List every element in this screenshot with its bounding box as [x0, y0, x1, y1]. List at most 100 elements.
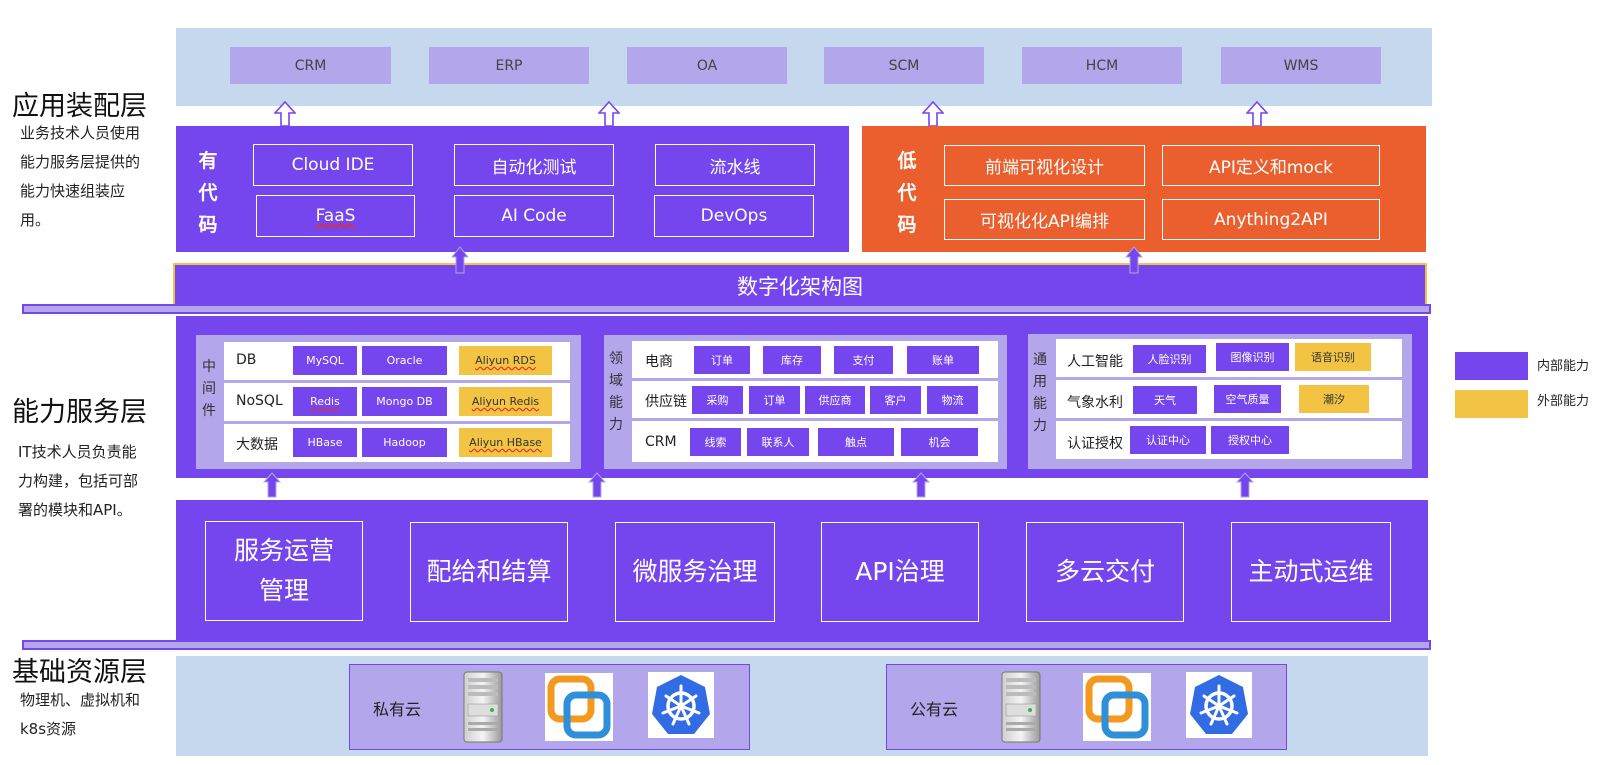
chip-aliyun-hbase: Aliyun HBase: [459, 428, 552, 457]
app-scm: SCM: [824, 47, 984, 84]
label-char: 有: [198, 150, 218, 172]
desc-line: 能力快速组装应: [20, 182, 126, 200]
desc-line: IT技术人员负责能: [18, 443, 137, 461]
tool-frontend-visual-design: 前端可视化设计: [944, 145, 1145, 186]
up-arrow-icon: [588, 472, 606, 498]
side-char: 用: [1033, 374, 1047, 390]
legend-swatch-internal: [1455, 352, 1528, 380]
tool-faas-label: FaaS: [315, 206, 356, 226]
app-crm: CRM: [230, 47, 391, 84]
chip-payment: 支付: [834, 346, 893, 374]
app-erp: ERP: [429, 47, 589, 84]
chip-aliyun-redis: Aliyun Redis: [459, 387, 552, 416]
up-arrow-icon: [922, 101, 944, 127]
service-api-governance: API治理: [821, 522, 979, 622]
chip-mongodb: Mongo DB: [362, 387, 447, 416]
chip-oracle: Oracle: [362, 346, 447, 375]
desc-line: 用。: [20, 211, 51, 229]
side-char: 域: [609, 373, 623, 389]
side-char: 中: [202, 359, 216, 375]
chip-logistics: 物流: [927, 386, 978, 414]
up-arrow-icon: [451, 246, 469, 274]
tool-api-definition-mock: API定义和mock: [1162, 145, 1380, 186]
app-oa: OA: [627, 47, 787, 84]
row-label-auth: 认证授权: [1067, 436, 1123, 452]
infra-layer-description: 物理机、虚拟机和 k8s资源: [20, 686, 170, 744]
label-char: 代: [198, 182, 218, 204]
middleware-side-label: 中 间 件: [200, 356, 218, 422]
side-char: 力: [1033, 418, 1047, 434]
app-wms: WMS: [1221, 47, 1381, 84]
up-arrow-icon: [1236, 472, 1254, 498]
up-arrow-icon: [912, 472, 930, 498]
up-arrow-icon: [1246, 101, 1268, 127]
side-char: 能: [609, 395, 623, 411]
chip-supplier: 供应商: [805, 386, 865, 414]
row-label-ai: 人工智能: [1067, 354, 1123, 370]
chip-hbase: HBase: [293, 428, 357, 457]
chip-auth-center: 认证中心: [1130, 426, 1206, 454]
chip-aliyun-rds-label: Aliyun RDS: [475, 354, 536, 367]
kubernetes-icon: [1186, 672, 1252, 738]
procode-panel: [176, 126, 849, 252]
kubernetes-icon: [648, 672, 714, 738]
server-icon: [463, 671, 503, 743]
platform-services-panel: [176, 500, 1428, 640]
chip-opportunity: 机会: [901, 428, 978, 456]
lowcode-label: 低 代 码: [893, 145, 921, 241]
tool-pipeline: 流水线: [655, 144, 815, 186]
desc-line: 物理机、虚拟机和: [20, 691, 141, 709]
chip-aliyun-rds: Aliyun RDS: [459, 346, 552, 375]
chip-aliyun-hbase-label: Aliyun HBase: [469, 436, 542, 449]
up-arrow-icon: [598, 101, 620, 127]
legend-label-external: 外部能力: [1537, 394, 1590, 409]
chip-face-recognition: 人脸识别: [1133, 345, 1206, 373]
chip-tide: 潮汐: [1299, 385, 1369, 413]
digital-architecture-title-bar: 数字化架构图: [173, 263, 1427, 308]
up-arrow-icon: [1125, 246, 1143, 274]
label-char: 低: [897, 150, 917, 172]
chip-lead: 线索: [690, 428, 741, 456]
service-multicloud-delivery: 多云交付: [1026, 522, 1184, 622]
capability-layer-description: IT技术人员负责能 力构建，包括可部 署的模块和API。: [18, 438, 168, 525]
chip-redis: Redis: [293, 387, 357, 416]
desc-line: 力构建，包括可部: [18, 472, 139, 490]
app-layer-title: 应用装配层: [12, 91, 147, 122]
chip-contact: 联系人: [747, 428, 809, 456]
desc-line: 能力服务层提供的: [20, 153, 141, 171]
app-layer-description: 业务技术人员使用 能力服务层提供的 能力快速组装应 用。: [20, 119, 170, 235]
row-label-bigdata: 大数据: [236, 437, 278, 453]
layer-divider-bar: [22, 640, 1431, 650]
infra-layer-title: 基础资源层: [12, 657, 147, 688]
chip-redis-label: Redis: [310, 395, 340, 408]
row-label-db: DB: [236, 352, 257, 368]
chip-image-recognition: 图像识别: [1216, 343, 1289, 371]
legend-label-internal: 内部能力: [1537, 359, 1590, 374]
chip-air-quality: 空气质量: [1214, 385, 1281, 413]
chip-order: 订单: [694, 346, 750, 374]
chip-touchpoint: 触点: [818, 428, 894, 456]
label-char: 码: [198, 214, 218, 236]
chip-order: 订单: [749, 386, 800, 414]
side-char: 间: [202, 381, 216, 397]
server-icon: [1001, 671, 1041, 743]
chip-hadoop: Hadoop: [362, 428, 447, 457]
chip-mysql: MySQL: [293, 346, 357, 375]
row-label-weather: 气象水利: [1067, 395, 1123, 411]
vmware-icon: [1083, 673, 1151, 741]
service-line: 管理: [258, 576, 309, 605]
row-label-ecommerce: 电商: [645, 354, 673, 370]
service-proactive-ops: 主动式运维: [1231, 522, 1391, 622]
tool-devops: DevOps: [654, 195, 814, 237]
chip-weather: 天气: [1133, 386, 1197, 414]
service-line: 服务运营: [233, 536, 334, 565]
desc-line: 业务技术人员使用: [20, 124, 141, 142]
general-side-label: 通 用 能 力: [1031, 349, 1049, 437]
chip-inventory: 库存: [763, 346, 821, 374]
chip-aliyun-redis-label: Aliyun Redis: [471, 395, 540, 408]
layer-divider-bar: [22, 304, 1431, 314]
public-cloud-label: 公有云: [910, 700, 959, 719]
service-operations-management: 服务运营管理: [205, 521, 363, 621]
vmware-icon: [545, 673, 613, 741]
row-label-crm: CRM: [645, 434, 677, 450]
